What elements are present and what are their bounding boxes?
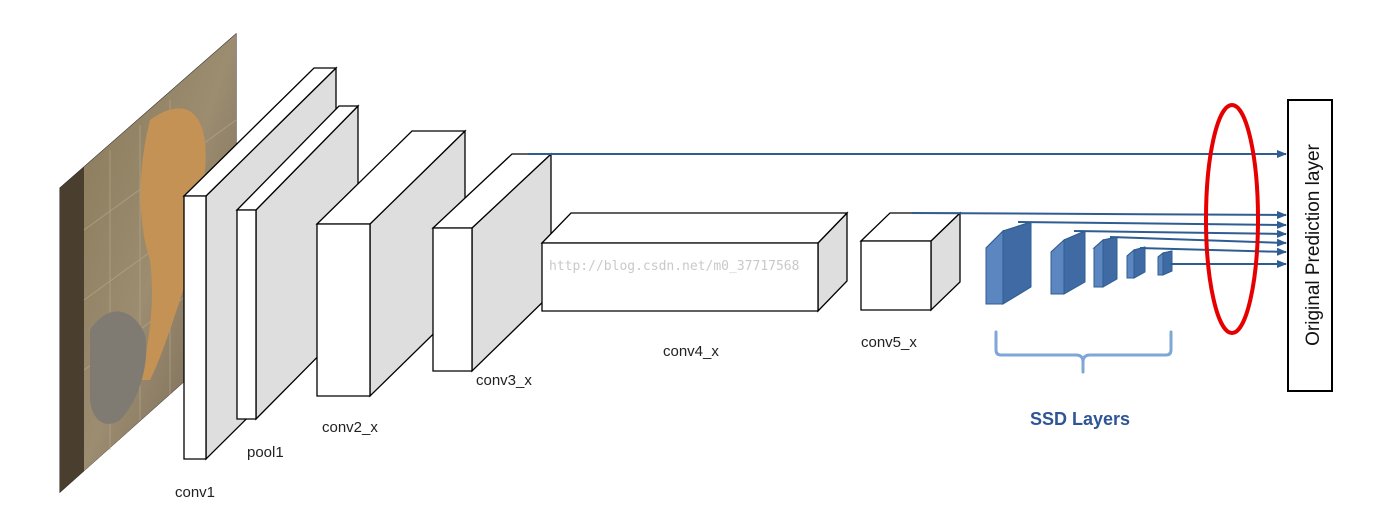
conv3-label: conv3_x [476, 372, 532, 389]
arrow-ssd-4 [1139, 247, 1287, 256]
conv4-label: conv4_x [663, 343, 719, 360]
cat-shape [90, 311, 147, 424]
input-image-edge [60, 167, 84, 492]
conv3-block [431, 152, 553, 373]
pool1-label: pool1 [247, 444, 284, 461]
prediction-arrows [528, 150, 1287, 268]
ssd-layers-label: SSD Layers [1030, 409, 1130, 429]
conv5-label: conv5_x [861, 334, 917, 351]
arrow-ssd-2 [1073, 229, 1287, 238]
highlight-ellipse [1204, 103, 1260, 335]
ssd-layer-2 [1050, 230, 1086, 295]
conv4-block [540, 211, 849, 313]
arrow-conv5 [911, 210, 1287, 219]
conv5-block [859, 211, 962, 312]
dog-shape [140, 108, 206, 380]
ssd-layers [985, 221, 1173, 305]
ssd-layer-1 [985, 221, 1032, 305]
ssd-layer-5 [1157, 250, 1173, 276]
ssd-layer-4 [1126, 246, 1146, 279]
watermark-text: http://blog.csdn.net/m0_37717568 [549, 259, 799, 274]
conv1-label: conv1 [175, 484, 215, 501]
arrow-ssd-1 [1017, 220, 1287, 229]
ssd-layer-3 [1092, 236, 1119, 288]
prediction-layer-label: Original Prediction layer [1303, 143, 1324, 345]
prediction-layer-box: Original Prediction layer [1287, 99, 1333, 392]
conv2-label: conv2_x [322, 419, 378, 436]
ssd-bracket [994, 330, 1173, 374]
